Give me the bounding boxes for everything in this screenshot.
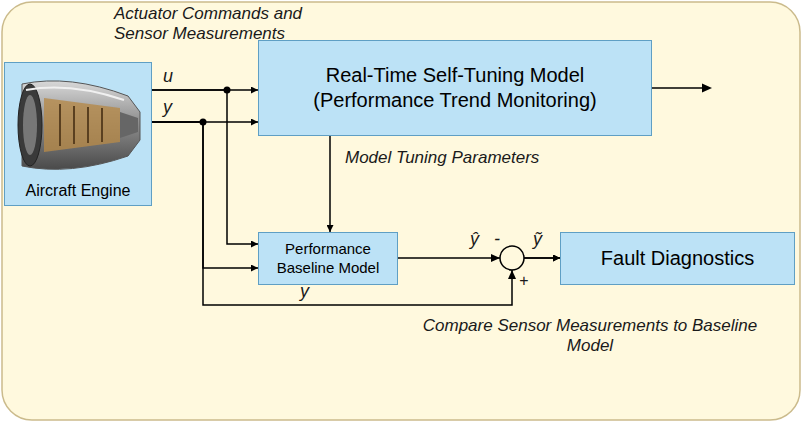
junction-arrowhead (491, 254, 500, 262)
process-box: Fault Diagnostics (560, 232, 795, 285)
output-arrowhead (702, 84, 712, 93)
signal-arrow (329, 136, 331, 232)
sign-mark: - (494, 229, 508, 251)
signal-name: y (163, 97, 183, 119)
signal-note: Compare Sensor Measurements to Baseline … (418, 316, 762, 357)
signal-arrow (152, 122, 258, 268)
box-label: Performance Baseline Model (268, 240, 388, 278)
junction-arrowhead (508, 270, 516, 279)
sign-mark: + (519, 271, 535, 290)
junction-dot (224, 87, 231, 94)
signal-name: y (300, 281, 320, 303)
signal-name: ỹ (533, 229, 551, 251)
signal-note: Model Tuning Parameters (345, 148, 605, 168)
box-label: Aircraft Engine (26, 181, 131, 201)
process-box: Real-Time Self-Tuning Model (Performance… (258, 40, 652, 136)
signal-name: ŷ (470, 229, 488, 251)
junction-dot (200, 119, 207, 126)
box-label: Real-Time Self-Tuning Model (Performance… (285, 63, 625, 113)
signal-name: u (163, 66, 183, 88)
signal-arrow (152, 90, 258, 244)
signal-note: Actuator Commands and Sensor Measurement… (114, 4, 346, 45)
process-box: Performance Baseline Model (258, 232, 398, 285)
engine-illustration (18, 81, 140, 169)
summing-junction (500, 246, 524, 270)
box-label: Fault Diagnostics (601, 246, 754, 271)
output-wire (652, 87, 706, 89)
